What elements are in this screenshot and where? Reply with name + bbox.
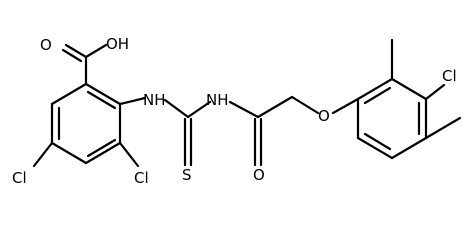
atom-label-oh: OH <box>106 35 129 53</box>
atom-label-cl-right: Cl <box>442 67 457 85</box>
bond-to-cl-left <box>32 141 54 168</box>
thiourea-linker <box>163 95 360 167</box>
atom-label-nh-1: NH <box>143 91 166 109</box>
bond-to-cl-right <box>424 83 446 101</box>
benzoic-acid-ring <box>50 82 122 165</box>
atom-label-o-amide: O <box>253 166 265 184</box>
methyl-right <box>424 116 462 140</box>
atom-label-o-carboxyl: O <box>40 36 52 54</box>
carboxylic-acid-group <box>61 43 108 86</box>
molecular-structure: OH O NH NH S O O Cl Cl Cl <box>12 35 462 187</box>
atom-label-s: S <box>182 166 192 184</box>
bond-to-nh-1 <box>118 96 147 106</box>
chloro-dimethylphenyl-ring <box>356 77 428 160</box>
atom-label-nh-2: NH <box>206 91 229 109</box>
atom-label-cl-left: Cl <box>12 169 27 187</box>
atom-label-cl-mid: Cl <box>134 169 149 187</box>
atom-label-o-ether: O <box>318 107 330 125</box>
bond-to-cl-mid <box>118 141 140 168</box>
